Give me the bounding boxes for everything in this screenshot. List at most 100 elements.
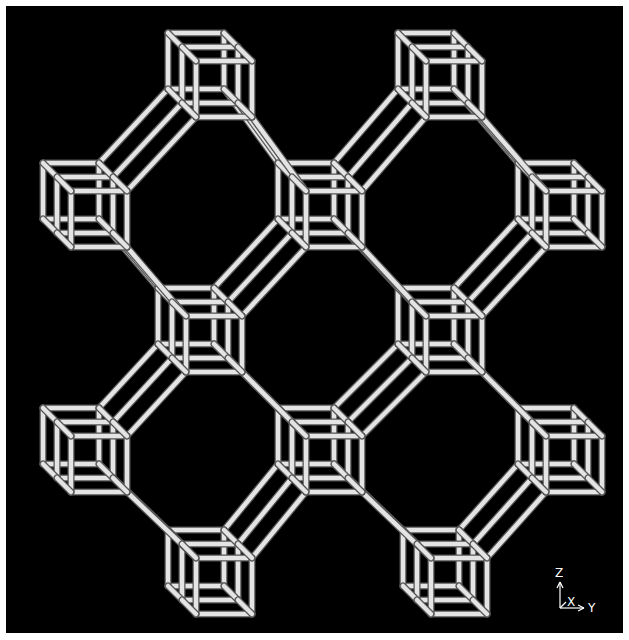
tube <box>466 47 471 103</box>
tube-outline <box>303 436 310 492</box>
tube <box>518 406 574 411</box>
tube <box>304 436 309 492</box>
tube <box>113 478 127 492</box>
tube <box>532 175 588 180</box>
tube-outline <box>57 422 71 436</box>
tube-outline <box>57 419 113 426</box>
tube <box>250 558 255 614</box>
tube-outline <box>235 47 242 103</box>
tube-outline <box>546 188 602 195</box>
tube <box>113 233 127 247</box>
tube-outline <box>182 600 196 614</box>
tube <box>242 372 306 436</box>
tube <box>57 478 71 492</box>
tube <box>186 314 242 319</box>
tube <box>238 47 252 61</box>
tube <box>168 31 224 36</box>
tube-outline <box>242 247 306 316</box>
tube <box>362 247 426 316</box>
tube <box>396 33 401 89</box>
tube <box>348 358 412 422</box>
tube-outline <box>465 302 472 358</box>
tube-outline <box>224 464 278 530</box>
tube-outline <box>182 103 196 117</box>
tube <box>588 478 602 492</box>
tube <box>290 177 295 233</box>
tube <box>276 408 281 464</box>
tube <box>348 233 362 247</box>
tube <box>292 231 348 236</box>
tube <box>41 408 46 464</box>
tube-outline <box>359 191 366 247</box>
tube-outline <box>431 611 487 618</box>
tube-outline <box>183 316 190 372</box>
tube <box>57 422 71 436</box>
tube <box>546 245 602 250</box>
tube-outline <box>196 58 252 65</box>
tube-outline <box>588 177 602 191</box>
tube <box>292 476 348 481</box>
tube-outline <box>57 478 71 492</box>
tube <box>196 115 252 120</box>
tube-outline <box>412 100 468 107</box>
tube <box>113 358 172 422</box>
tube-outline <box>546 244 602 251</box>
tube-outline <box>110 422 117 478</box>
axis-label: X <box>567 596 575 608</box>
tube <box>242 247 306 316</box>
tube-outline <box>292 230 348 237</box>
tube-outline <box>57 174 113 181</box>
tube <box>412 358 426 372</box>
tube-outline <box>238 600 252 614</box>
tube-outline <box>599 191 606 247</box>
tube-outline <box>238 544 252 558</box>
tube <box>362 372 426 436</box>
tube <box>292 420 348 425</box>
tube-outline <box>238 47 252 61</box>
tube-outline <box>348 233 362 247</box>
tube-outline <box>68 436 75 492</box>
tube-outline <box>113 478 127 492</box>
tube <box>532 476 588 481</box>
tube <box>250 61 255 117</box>
tube-outline <box>242 372 306 436</box>
tube <box>482 247 546 316</box>
tube-outline <box>228 302 242 316</box>
tube <box>127 247 186 316</box>
tube <box>466 302 471 358</box>
tube-outline <box>113 422 127 436</box>
axis-line <box>578 605 584 608</box>
axis-line <box>560 602 566 608</box>
tube <box>410 302 415 358</box>
tube-outline <box>292 177 306 191</box>
tube <box>194 558 199 614</box>
tube-outline <box>71 188 127 195</box>
tube <box>424 61 429 117</box>
tube <box>182 101 238 106</box>
tube-outline <box>426 369 482 376</box>
tube-outline <box>348 422 362 436</box>
tube <box>424 316 429 372</box>
tube <box>71 189 127 194</box>
tube-outline <box>127 247 186 316</box>
tube-outline <box>599 436 606 492</box>
tube-outline <box>252 492 306 558</box>
tube <box>238 544 252 558</box>
tube-outline <box>179 47 186 103</box>
tube-outline <box>409 302 416 358</box>
tube <box>532 422 546 436</box>
tube <box>412 302 426 316</box>
tube-outline <box>168 527 224 534</box>
tube <box>57 476 113 481</box>
tube-outline <box>428 558 435 614</box>
tube <box>429 558 434 614</box>
tube <box>184 316 189 372</box>
tube-outline <box>306 433 362 440</box>
tube <box>546 189 602 194</box>
tube-outline <box>306 188 362 195</box>
tube-outline <box>479 61 486 117</box>
tube <box>473 478 532 544</box>
tube-outline <box>348 177 362 191</box>
tube <box>487 492 546 558</box>
tube <box>238 103 252 117</box>
